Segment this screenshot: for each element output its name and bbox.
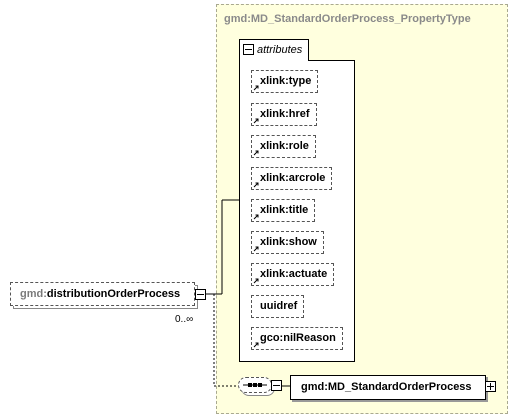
attribute-item[interactable]: xlink:href	[251, 103, 317, 126]
attribute-item[interactable]: xlink:arcrole	[251, 167, 333, 190]
reference-arrow-icon	[253, 118, 259, 124]
reference-arrow-icon	[253, 85, 259, 91]
minus-box-icon[interactable]	[271, 380, 282, 391]
minus-box-icon[interactable]	[195, 289, 206, 300]
attribute-item[interactable]: xlink:title	[251, 199, 316, 222]
attribute-item[interactable]: uuidref	[251, 295, 305, 318]
attribute-name: xlink:href	[260, 108, 310, 120]
element-distribution-order-process[interactable]: gmd:distributionOrderProcess	[10, 282, 195, 306]
reference-arrow-icon	[253, 150, 259, 156]
attribute-name: uuidref	[260, 300, 298, 312]
attribute-item[interactable]: xlink:role	[251, 135, 316, 158]
element-namespace: gmd:	[20, 288, 47, 300]
attribute-name: xlink:type	[260, 75, 312, 87]
reference-arrow-icon	[253, 182, 259, 188]
attribute-item[interactable]: gco:nilReason	[251, 327, 343, 350]
reference-arrow-icon	[253, 214, 259, 220]
attribute-item[interactable]: xlink:type	[251, 70, 319, 93]
attribute-name: xlink:actuate	[260, 268, 328, 280]
property-type-title: gmd:MD_StandardOrderProcess_PropertyType	[224, 13, 471, 25]
occurrence-label: 0..∞	[175, 314, 194, 325]
reference-arrow-icon	[253, 342, 259, 348]
attributes-label: attributes	[257, 44, 303, 56]
attribute-name: xlink:show	[260, 236, 317, 248]
child-element-name: gmd:MD_StandardOrderProcess	[301, 381, 472, 393]
attribute-name: gco:nilReason	[260, 332, 336, 344]
attribute-item[interactable]: xlink:actuate	[251, 263, 335, 286]
attribute-name: xlink:title	[260, 204, 309, 216]
attribute-name: xlink:arcrole	[260, 172, 326, 184]
reference-arrow-icon	[253, 278, 259, 284]
attributes-tab	[239, 39, 309, 61]
attribute-item[interactable]: xlink:show	[251, 231, 324, 254]
element-md-standard-order-process[interactable]: gmd:MD_StandardOrderProcess	[290, 375, 486, 400]
reference-arrow-icon	[253, 246, 259, 252]
attribute-name: xlink:role	[260, 140, 309, 152]
plus-box-icon[interactable]	[485, 381, 496, 392]
element-name: distributionOrderProcess	[46, 288, 181, 300]
sequence-compositor	[238, 377, 272, 393]
minus-box-icon[interactable]	[243, 44, 254, 55]
sequence-compositor-icon	[243, 383, 267, 387]
